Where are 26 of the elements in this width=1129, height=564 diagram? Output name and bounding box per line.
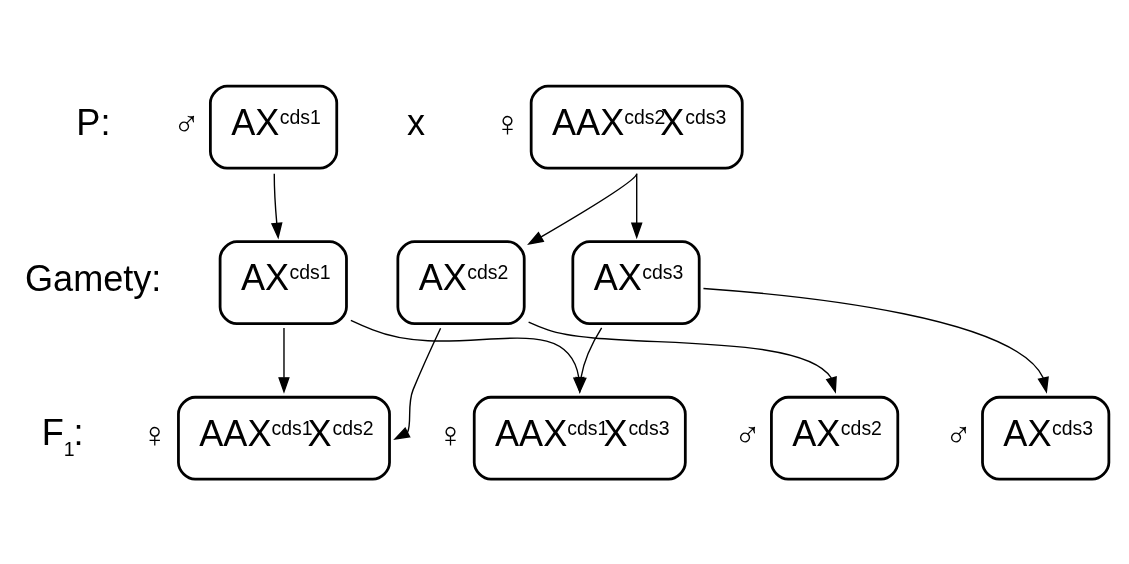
label: x: [406, 102, 425, 144]
node-box: AAX$^{cds1}$X$^{cds2}$: [177, 395, 391, 481]
node-box: AX$^{cds1}$: [209, 84, 339, 170]
arrow: [393, 327, 442, 440]
node-box: AX$^{cds3}$: [571, 240, 701, 326]
arrow: [575, 327, 603, 394]
arrow: [270, 173, 283, 240]
label: P:: [76, 102, 111, 144]
arrow: [630, 173, 643, 240]
node-label: ♀: [436, 413, 464, 455]
node-label: ♂: [172, 102, 200, 144]
arrow: [527, 173, 638, 245]
node-box: AX$^{cds1}$: [218, 240, 348, 326]
node-label: ♀: [493, 102, 521, 144]
node-label: ♂: [733, 413, 761, 455]
node-box: AX$^{cds2}$: [770, 395, 900, 481]
arrow: [702, 287, 1049, 394]
arrow: [278, 327, 290, 394]
node-label: ♀: [140, 413, 169, 455]
label: F$_{1}$:: [41, 411, 84, 460]
node-label: ♂: [945, 413, 973, 455]
node-box: AX$^{cds2}$: [396, 240, 526, 326]
node-box: AAX$^{cds2}$X$^{cds3}$: [529, 84, 744, 170]
node-box: AAX$^{cds1}$X$^{cds3}$: [472, 395, 687, 481]
label: Gamety:: [24, 257, 162, 299]
node-box: AX$^{cds3}$: [981, 395, 1111, 481]
